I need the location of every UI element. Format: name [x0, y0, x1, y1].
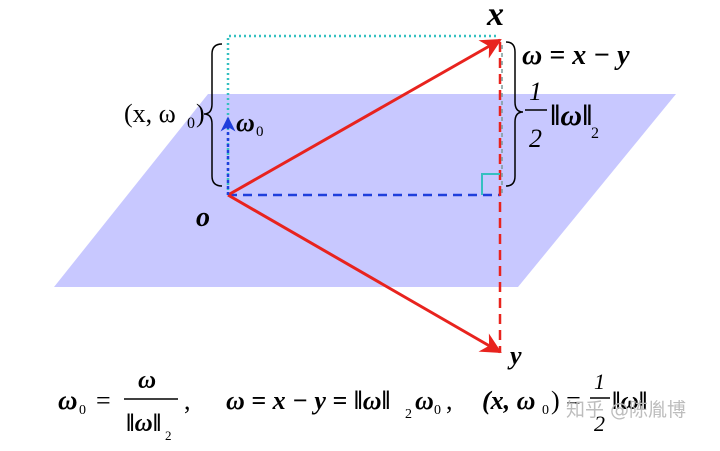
- omega-equation-label: ω = x − y: [522, 40, 630, 71]
- projection-label: (x, ω 0 ): [124, 99, 205, 132]
- half-norm-omega: ‖ω‖: [550, 99, 592, 132]
- right-angle-marker: [481, 173, 500, 195]
- formula2-tail: ω: [415, 386, 434, 415]
- omega0-subscript: 0: [256, 124, 264, 140]
- formula1-lhs: ω: [58, 385, 78, 415]
- half-numerator: 1: [529, 77, 542, 106]
- formula2: ω = x − y = ‖ω‖: [226, 386, 391, 415]
- formula1-lhs-subscript: 0: [79, 403, 86, 418]
- half-norm-subscript: 2: [591, 125, 599, 142]
- formula3-numerator: 1: [594, 369, 605, 394]
- formula2-tail-subscript: 0: [434, 403, 441, 418]
- hyperplane: [54, 94, 676, 287]
- left-brace: [203, 43, 223, 187]
- formula-comma-2: ,: [446, 386, 453, 415]
- x-vector-arrow: [227, 38, 502, 197]
- projection-subscript: 0: [187, 115, 195, 132]
- projection-open: (x, ω: [124, 99, 176, 128]
- x-vector-label: x: [486, 0, 504, 33]
- y-vector-label: y: [507, 341, 522, 370]
- formula3-close: ) =: [551, 386, 581, 415]
- formula1-numerator: ω: [138, 367, 156, 394]
- formula3-lhs: (x, ω: [482, 386, 535, 415]
- half-denominator: 2: [529, 124, 542, 153]
- formula3-norm: ‖ω‖: [612, 388, 647, 415]
- formula1-denominator-subscript: 2: [165, 428, 172, 443]
- right-brace: [505, 41, 524, 187]
- bottom-formula: ω 0 = ω ‖ω‖ 2 , ω = x − y = ‖ω‖ 2 ω 0 , …: [58, 367, 647, 443]
- half-norm-label: 1 2 ‖ω‖ 2: [525, 77, 599, 153]
- origin-label: o: [196, 202, 210, 233]
- formula1-denominator: ‖ω‖: [126, 410, 161, 437]
- y-vector-arrow: [227, 193, 502, 354]
- omega0-label: ω 0: [236, 108, 264, 140]
- formula1-equals: =: [96, 386, 111, 415]
- formula-comma-1: ,: [184, 386, 191, 415]
- formula3-subscript: 0: [542, 403, 549, 418]
- projection-close: ): [196, 99, 205, 128]
- formula2-subscript: 2: [405, 407, 412, 422]
- omega0-symbol: ω: [236, 108, 255, 137]
- watermark: 知乎 @陈胤博: [566, 399, 686, 421]
- formula3-denominator: 2: [594, 411, 605, 436]
